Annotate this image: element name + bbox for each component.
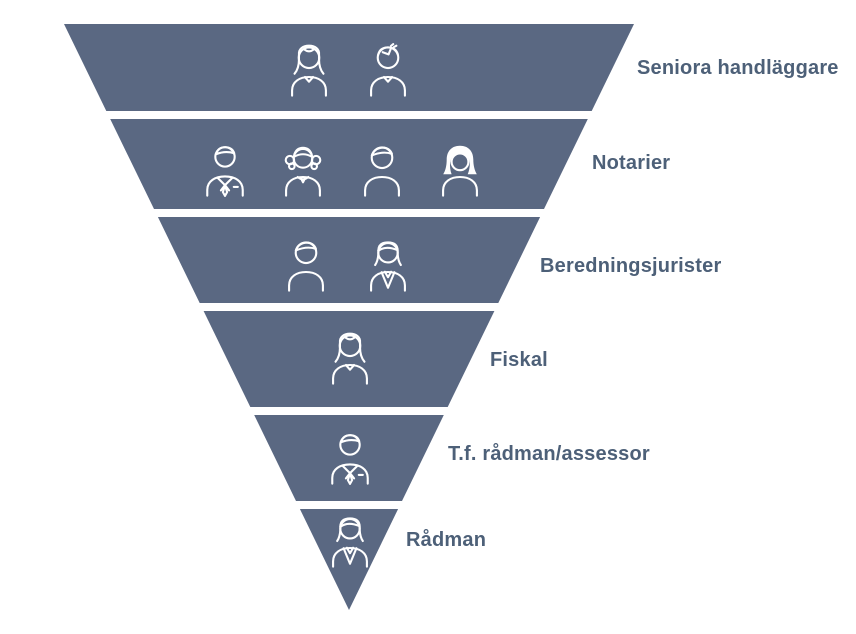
funnel-level-4-label: Fiskal <box>490 349 548 371</box>
funnel-level-4-shape <box>203 311 495 407</box>
funnel-level-3-shape <box>157 217 541 303</box>
funnel-level-6-label: Rådman <box>406 529 487 551</box>
funnel-level-1-label: Seniora handläggare <box>637 57 839 79</box>
funnel-level-2-label: Notarier <box>592 152 671 174</box>
funnel-level-3-label: Beredningsjurister <box>540 255 722 277</box>
funnel-level-2-shape <box>110 119 588 209</box>
funnel-level-5-label: T.f. rådman/assessor <box>448 443 650 465</box>
funnel-level-1-shape <box>64 24 634 111</box>
funnel-level-5-shape <box>254 415 444 501</box>
